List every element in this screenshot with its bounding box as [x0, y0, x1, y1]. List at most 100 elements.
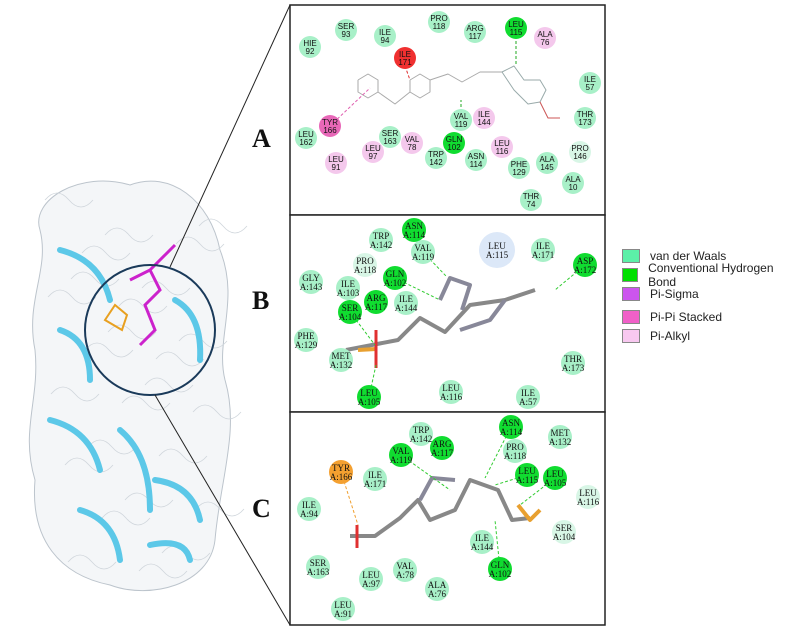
residue-circle: [465, 149, 487, 171]
residue-number: A:132: [330, 360, 353, 370]
residue-name: PHE: [511, 160, 527, 169]
residue-number: 102: [447, 143, 461, 152]
residue-number: 97: [369, 152, 378, 161]
residue-name: LEU: [360, 388, 378, 398]
residue-number: 117: [469, 32, 482, 41]
residue-circle: [299, 36, 321, 58]
residue-circle: [299, 270, 323, 294]
residue-name: TYR: [332, 463, 350, 473]
ligand-a-nitro: [539, 101, 560, 119]
residue-number: 114: [470, 160, 483, 169]
surface-mesh: [44, 192, 94, 208]
ligand-c-ring: [418, 476, 456, 501]
residue-name: LEU: [518, 466, 536, 476]
residue-number: A:91: [334, 609, 352, 619]
residue-circle: [306, 555, 330, 579]
residue-number: A:116: [440, 392, 463, 402]
residue-circle: [363, 467, 387, 491]
residue-name: LEU: [334, 600, 352, 610]
residue-name: LEU: [362, 570, 380, 580]
residue-name: THR: [523, 192, 540, 201]
ligand-sulfate: [103, 303, 129, 332]
residue-circle: [439, 380, 463, 404]
residue-number: A:119: [390, 455, 413, 465]
surface-mesh: [155, 351, 205, 367]
residue-circle: [562, 172, 584, 194]
beta-strand-ribbon: [172, 297, 204, 363]
legend-label: van der Waals: [650, 249, 727, 263]
residue-number: 78: [408, 143, 417, 152]
residue-name: ARG: [466, 24, 483, 33]
residue-circle: [470, 530, 494, 554]
surface-mesh: [84, 342, 134, 358]
residue-name: MET: [332, 351, 352, 361]
legend-swatch: [622, 268, 639, 282]
legend-item: Pi-Alkyl: [622, 327, 786, 345]
residue-number: A:117: [365, 302, 388, 312]
residue-circle: [319, 115, 341, 137]
residue-number: A:118: [504, 451, 527, 461]
residue-number: A:115: [516, 475, 539, 485]
residue-circle: [297, 497, 321, 521]
residue-name: ALA: [539, 155, 555, 164]
residue-circle: [425, 147, 447, 169]
residue-number: A:78: [396, 570, 415, 580]
residue-circle: [393, 558, 417, 582]
residue-number: A:172: [574, 265, 597, 275]
residue-circle: [473, 107, 495, 129]
residue-circle: [329, 460, 353, 484]
residue-circle: [353, 253, 377, 277]
residue-name: ILE: [302, 500, 316, 510]
residue-circle: [409, 422, 433, 446]
surface-mesh: [104, 227, 154, 243]
residue-name: ASP: [577, 256, 594, 266]
ligand-a-chain: [429, 71, 502, 83]
surface-mesh: [101, 510, 151, 526]
legend-swatch: [622, 287, 640, 301]
panel-label-a: A: [252, 124, 271, 153]
legend-swatch: [622, 249, 640, 263]
residue-name: ILE: [475, 533, 489, 543]
residue-name: GLN: [386, 269, 405, 279]
residue-circle: [464, 21, 486, 43]
residue-name: ASN: [405, 221, 424, 231]
legend-label: Conventional Hydrogen Bond: [648, 261, 774, 289]
residue-number: A:97: [362, 579, 381, 589]
residue-number: A:171: [532, 250, 555, 260]
residue-name: HIE: [303, 39, 316, 48]
surface-mesh: [195, 501, 245, 517]
residue-name: PRO: [506, 442, 524, 452]
residue-name: ILE: [584, 75, 596, 84]
residue-number: A:105: [544, 478, 567, 488]
residue-number: A:103: [337, 288, 360, 298]
residue-name: ILE: [478, 110, 490, 119]
residue-circle: [576, 485, 600, 509]
ligand-b-ring: [438, 276, 472, 311]
ligand-structures: [329, 36, 586, 570]
residue-circle: [569, 141, 591, 163]
legend: van der Waals Conventional Hydrogen Bond…: [622, 247, 786, 346]
residue-number: A:117: [431, 448, 454, 458]
residue-number: 74: [527, 200, 536, 209]
surface-mesh: [141, 280, 191, 296]
residue-name: LEU: [579, 488, 597, 498]
